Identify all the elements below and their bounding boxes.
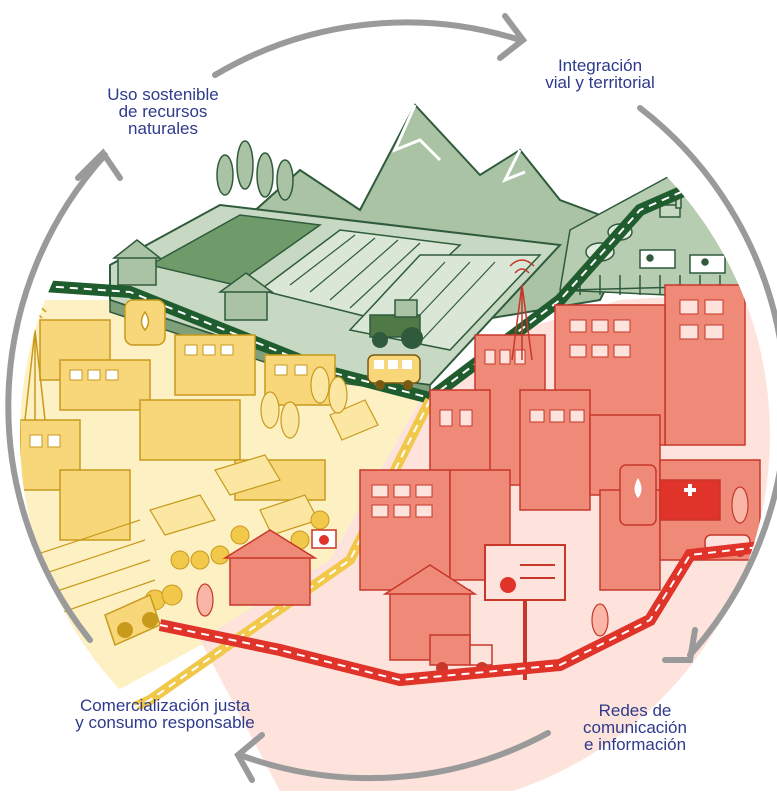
arrow-head-right (662, 627, 698, 663)
label-integracion-vial: Integración vial y territorial (525, 57, 675, 91)
label-redes-comunicacion: Redes de comunicación e información (565, 702, 705, 753)
label-line: y consumo responsable (75, 713, 255, 732)
label-line: Redes de (598, 701, 672, 720)
hospital-icon (619, 464, 721, 526)
label-uso-sostenible: Uso sostenible de recursos naturales (83, 86, 243, 137)
barn (111, 239, 275, 321)
cow-icon (639, 249, 726, 274)
arrow-left (5, 152, 108, 643)
arrow-head-top (497, 13, 528, 61)
label-line: comunicación (583, 718, 687, 737)
arrow-head-bottom (234, 732, 265, 783)
label-line: Uso sostenible (107, 85, 219, 104)
apple-sign-icon (311, 529, 337, 549)
arrow-bottom (237, 730, 551, 782)
label-comercializacion-justa: Comercialización justa y consumo respons… (50, 697, 280, 731)
truck-icon (104, 593, 161, 647)
trees (216, 140, 294, 201)
label-line: Comercialización justa (79, 696, 251, 715)
cycle-arrows (5, 13, 777, 783)
tractor-icon (369, 299, 423, 349)
crop-field (147, 214, 323, 286)
label-line: vial y territorial (545, 73, 655, 92)
water-tank-icon (124, 299, 166, 346)
label-line: de recursos (118, 102, 208, 121)
arrow-top (212, 19, 523, 78)
arrow-right (637, 105, 777, 658)
label-line: Integración (557, 56, 643, 75)
billboard-icon (484, 544, 566, 680)
arrow-head-left (75, 148, 123, 181)
label-line: naturales (128, 119, 198, 138)
antenna-icon (509, 259, 535, 361)
bus-icon (367, 354, 421, 390)
label-line: e información (583, 735, 687, 754)
